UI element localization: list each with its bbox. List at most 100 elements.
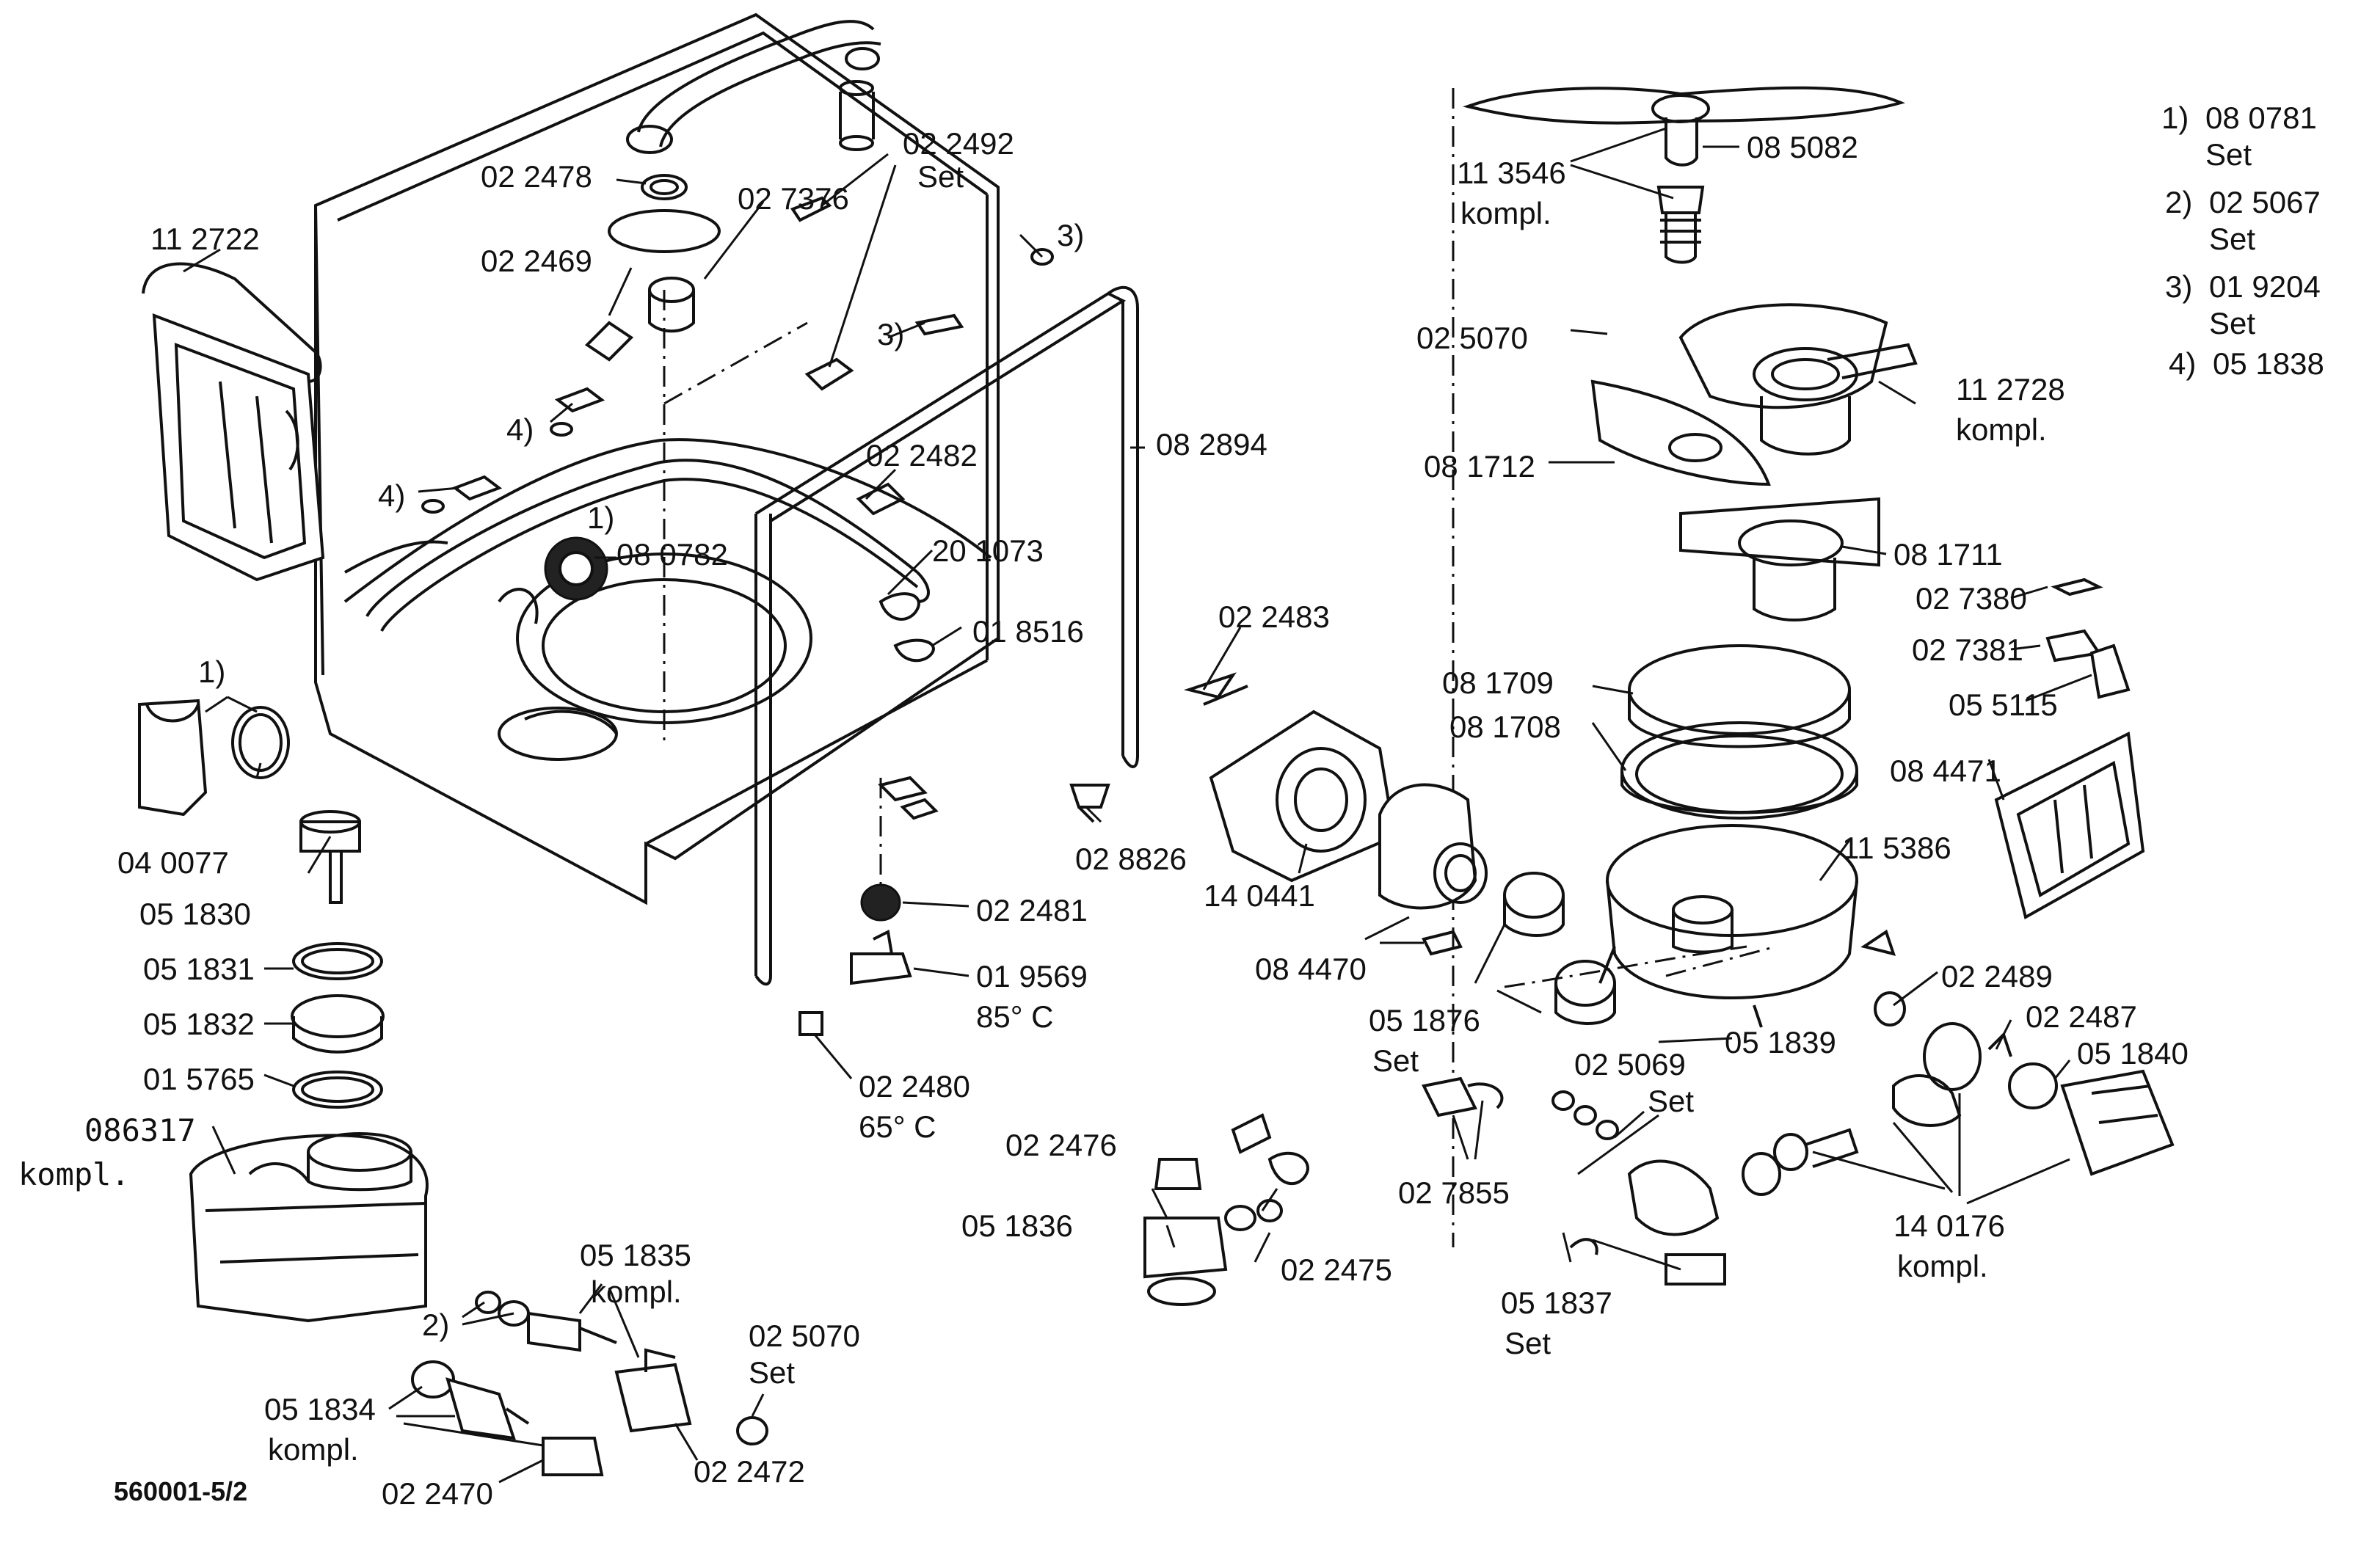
side-panel-11-2722: [142, 262, 325, 582]
label-02-7855: 02 7855: [1398, 1175, 1510, 1210]
label-3-top: 3): [1057, 218, 1084, 252]
right-clips: [2045, 577, 2131, 699]
label-02-2487: 02 2487: [2026, 999, 2137, 1034]
label-11-5386: 11 5386: [1842, 831, 1951, 865]
label-1-heater: 1): [587, 500, 614, 535]
label-02-7376: 02 7376: [738, 181, 849, 216]
label-08-4471: 08 4471: [1890, 754, 2001, 788]
footnote-3: 3) 01 9204 Set: [2165, 269, 2321, 340]
label-08-2894: 08 2894: [1156, 427, 1267, 462]
footnote-2: 2) 02 5067 Set: [2165, 185, 2321, 256]
footnote-1-marker: 1): [2161, 101, 2189, 135]
label-02-2475: 02 2475: [1281, 1252, 1392, 1287]
label-11-2722: 11 2722: [150, 222, 260, 256]
label-08-0782: 08 0782: [616, 537, 728, 572]
label-01-9569: 01 9569: [976, 959, 1088, 993]
footnote-3-note: Set: [2209, 306, 2255, 340]
label-01-9569-temp: 85° C: [976, 999, 1054, 1034]
label-02-2469: 02 2469: [481, 244, 592, 278]
label-14-0176: 14 0176: [1893, 1208, 2005, 1243]
label-08-5082: 08 5082: [1747, 130, 1858, 164]
footnote-4-marker: 4): [2169, 346, 2196, 381]
label-05-1837: 05 1837: [1501, 1286, 1612, 1320]
label-02-2472: 02 2472: [694, 1454, 805, 1489]
label-02-5069: 02 5069: [1574, 1047, 1686, 1082]
label-05-1835: 05 1835: [580, 1238, 691, 1272]
label-02-2482: 02 2482: [866, 438, 978, 473]
label-02-2470: 02 2470: [382, 1476, 493, 1511]
label-11-3546-kompl: kompl.: [1460, 196, 1551, 230]
label-02-5070-bottom-set: Set: [749, 1355, 795, 1390]
label-02-8826: 02 8826: [1075, 842, 1187, 876]
center-bottom-parts: [798, 776, 1309, 1306]
footnote-2-marker: 2): [2165, 185, 2192, 219]
label-02-2478: 02 2478: [481, 159, 592, 194]
footnote-1-number: 08 0781: [2205, 101, 2317, 135]
part-labels: 11 2722 02 2478 02 2469 02 7376 02 2492 …: [18, 126, 2189, 1511]
label-08-4470: 08 4470: [1255, 952, 1367, 986]
label-05-1836: 05 1836: [961, 1208, 1073, 1243]
tub-frame: [314, 12, 1777, 1247]
label-05-5115: 05 5115: [1949, 688, 2058, 722]
label-4-lower: 4): [378, 478, 405, 513]
footnote-1: 1) 08 0781 Set: [2161, 101, 2317, 172]
label-086317-kompl: kompl.: [18, 1156, 130, 1192]
label-01-5765: 01 5765: [143, 1062, 255, 1096]
spray-arm-11-3546: [1463, 86, 1918, 621]
label-02-2492-set: Set: [917, 159, 964, 194]
label-05-1832: 05 1832: [143, 1007, 255, 1041]
label-02-2483: 02 2483: [1218, 599, 1330, 634]
label-05-1837-set: Set: [1505, 1326, 1551, 1360]
label-08-1711: 08 1711: [1893, 537, 2003, 572]
label-05-1834-kompl: kompl.: [268, 1432, 359, 1467]
label-20-1073: 20 1073: [932, 533, 1044, 568]
label-086317: 086317: [84, 1112, 196, 1148]
label-08-1709: 08 1709: [1442, 666, 1554, 700]
label-02-5070-bottom: 02 5070: [749, 1319, 860, 1353]
label-02-7380: 02 7380: [1916, 581, 2027, 616]
label-05-1839: 05 1839: [1725, 1025, 1836, 1060]
label-05-1876: 05 1876: [1369, 1003, 1480, 1038]
label-14-0441: 14 0441: [1204, 878, 1315, 913]
label-05-1835-kompl: kompl.: [591, 1275, 682, 1309]
label-11-3546: 11 3546: [1457, 156, 1566, 190]
label-05-1834: 05 1834: [264, 1392, 376, 1426]
label-08-1712: 08 1712: [1424, 449, 1535, 484]
label-04-0077: 04 0077: [117, 845, 229, 880]
label-05-1830: 05 1830: [139, 897, 251, 931]
label-02-2476: 02 2476: [1005, 1128, 1117, 1162]
label-02-2480: 02 2480: [859, 1069, 970, 1104]
label-02-2481: 02 2481: [976, 893, 1088, 927]
label-2: 2): [422, 1308, 449, 1342]
label-3-screw: 3): [877, 317, 904, 351]
leader-lines: [183, 127, 2092, 1484]
softener-parts: [138, 699, 429, 1323]
footnote-4: 4) 05 1838: [2169, 346, 2324, 381]
label-02-2489: 02 2489: [1941, 959, 2053, 993]
footnote-3-marker: 3): [2165, 269, 2192, 304]
label-11-2728-kompl: kompl.: [1956, 412, 2047, 447]
label-4-upper: 4): [506, 412, 534, 447]
right-bottom-parts: [1422, 929, 2175, 1286]
label-02-5069-set: Set: [1648, 1084, 1694, 1118]
motor-14-0441: [1183, 672, 1616, 1025]
label-08-1708: 08 1708: [1449, 710, 1561, 744]
top-small-parts: [421, 174, 1054, 663]
label-02-7381: 02 7381: [1912, 632, 2023, 667]
footnote-2-number: 02 5067: [2209, 185, 2321, 219]
label-05-1831: 05 1831: [143, 952, 255, 986]
heater-20-1073: [365, 459, 930, 632]
footnote-2-note: Set: [2209, 222, 2255, 256]
label-14-0176-kompl: kompl.: [1897, 1249, 1988, 1283]
footnote-3-number: 01 9204: [2209, 269, 2321, 304]
label-02-2492: 02 2492: [903, 126, 1014, 161]
label-1-softener: 1): [198, 654, 225, 689]
rings-08-1709-08-1708: [1620, 644, 1858, 820]
footnote-4-number: 05 1838: [2213, 346, 2324, 381]
label-02-5070-top: 02 5070: [1416, 321, 1528, 355]
plate-08-4471: [1994, 731, 2145, 920]
bottom-left-parts: [411, 1291, 768, 1476]
door-seal-08-2894: [754, 285, 1139, 986]
label-01-8516: 01 8516: [972, 614, 1084, 649]
